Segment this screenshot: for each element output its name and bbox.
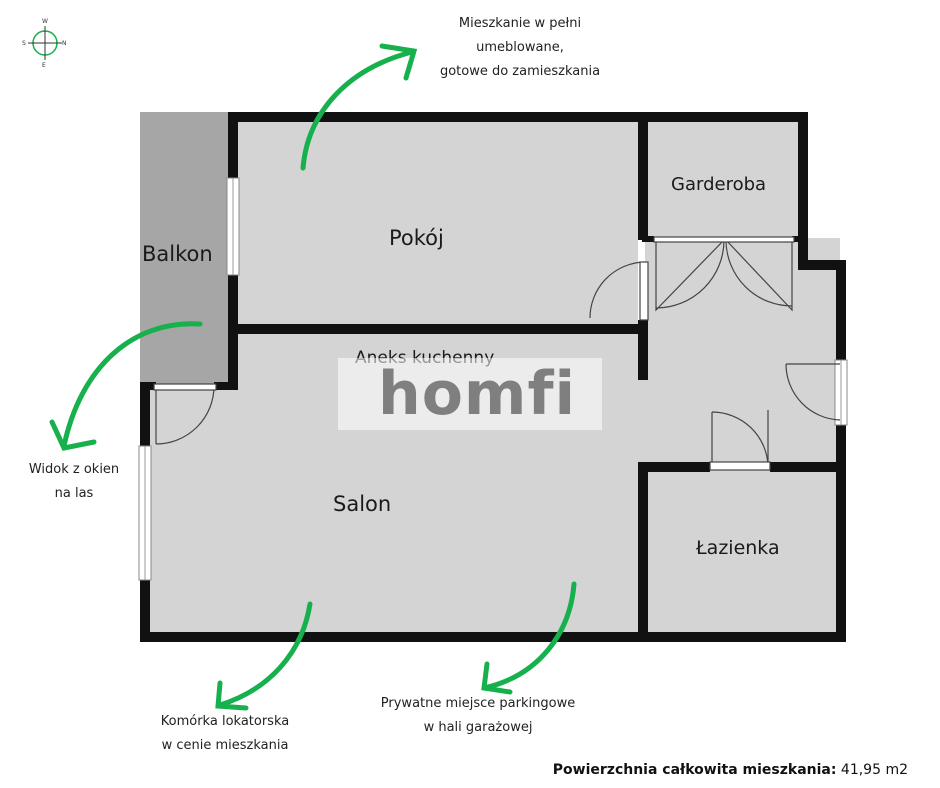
total-area: Powierzchnia całkowita mieszkania: 41,95… (553, 762, 908, 778)
room-label-pokoj: Pokój (389, 226, 444, 250)
annotation-arrows (49, 43, 577, 711)
compass-n: N (62, 40, 67, 47)
note-storage: Komórka lokatorska w cenie mieszkania (160, 714, 290, 753)
compass-icon (28, 26, 62, 60)
total-area-value: 41,95 m2 (840, 762, 908, 778)
note-view: Widok z okien na las (28, 462, 120, 501)
doors (153, 236, 841, 471)
compass-rose: W S N E (20, 18, 70, 69)
compass-s: S (22, 40, 26, 47)
arrow-view (61, 321, 203, 449)
balcony-area (140, 112, 228, 386)
walls (140, 112, 846, 642)
watermark-logo: homfi (338, 358, 602, 430)
compass-e: E (42, 62, 46, 69)
room-label-salon: Salon (333, 492, 392, 516)
arrow-storage (217, 601, 313, 708)
arrow-furnished (300, 49, 415, 171)
room-label-lazienka: Łazienka (696, 537, 780, 559)
compass-w: W (42, 18, 48, 25)
note-furnished: Mieszkanie w pełni umeblowane, gotowe do… (439, 16, 601, 79)
watermark-text: homfi (378, 359, 577, 429)
arrow-parking (481, 581, 577, 691)
note-parking: Prywatne miejsce parkingowe w hali garaż… (380, 696, 576, 735)
room-label-garderoba: Garderoba (671, 174, 767, 195)
room-label-balkon: Balkon (142, 242, 213, 266)
total-area-label: Powierzchnia całkowita mieszkania: (552, 762, 837, 778)
